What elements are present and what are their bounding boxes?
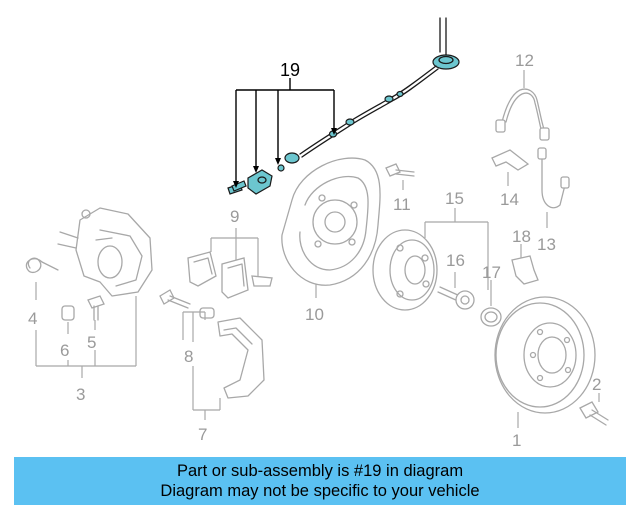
parts-diagram: 19 12 14 13 11 10	[25, 17, 609, 450]
part-17-dust-cap[interactable]: 17	[480, 263, 502, 327]
part-4-spring[interactable]: 4	[25, 257, 59, 328]
part-15-wheel-hub[interactable]: 15	[372, 189, 489, 311]
notice-line-1: Part or sub-assembly is #19 in diagram	[176, 462, 464, 480]
part-14-bracket[interactable]: 14	[491, 149, 530, 209]
callout-19: 19	[233, 60, 337, 188]
part-2-wheel-bolt[interactable]: 2	[579, 375, 609, 426]
callout-13-label: 13	[537, 235, 556, 254]
part-7-caliper-carrier[interactable]: 7	[192, 317, 265, 444]
part-6-bleeder-cap[interactable]: 6	[60, 305, 75, 360]
part-16-axle-bolt[interactable]: 16	[437, 251, 475, 310]
part-18-sensor-bracket[interactable]: 18	[511, 227, 539, 285]
callout-14-label: 14	[500, 190, 519, 209]
fitment-notice-banner: Part or sub-assembly is #19 in diagram D…	[14, 457, 626, 505]
callout-1-label: 1	[512, 431, 521, 450]
part-1-brake-rotor[interactable]: 1	[494, 296, 596, 450]
part-11-bolt[interactable]: 11	[385, 163, 415, 214]
callout-2-label: 2	[592, 375, 601, 394]
callout-5-label: 5	[87, 333, 96, 352]
part-9-brake-pads[interactable]: 9	[187, 207, 273, 299]
notice-line-2: Diagram may not be specific to your vehi…	[160, 482, 480, 500]
callout-11-label: 11	[393, 195, 411, 214]
callout-7-label: 7	[198, 425, 207, 444]
callout-16-label: 16	[446, 251, 465, 270]
callout-10-label: 10	[305, 305, 324, 324]
callout-17-label: 17	[482, 263, 501, 282]
callout-18-label: 18	[512, 227, 531, 246]
callout-9-label: 9	[230, 207, 239, 226]
part-3-brake-caliper[interactable]: 3	[35, 207, 153, 404]
callout-8-label: 8	[184, 347, 193, 366]
part-12-brake-hose[interactable]: 12	[495, 51, 550, 141]
callout-6-label: 6	[60, 341, 69, 360]
part-13-brake-line[interactable]: 13	[537, 147, 570, 254]
part-5-bleeder-screw[interactable]: 5	[87, 295, 105, 352]
callout-4-label: 4	[28, 309, 37, 328]
callout-15-label: 15	[445, 189, 464, 208]
part-10-backing-plate[interactable]: 10	[281, 157, 381, 324]
callout-12-label: 12	[515, 51, 534, 70]
part-8-guide-pins[interactable]: 8	[159, 289, 215, 366]
callout-19-label: 19	[280, 60, 300, 80]
callout-3-label: 3	[76, 385, 85, 404]
part-19-speed-sensor-cable[interactable]	[227, 17, 460, 195]
